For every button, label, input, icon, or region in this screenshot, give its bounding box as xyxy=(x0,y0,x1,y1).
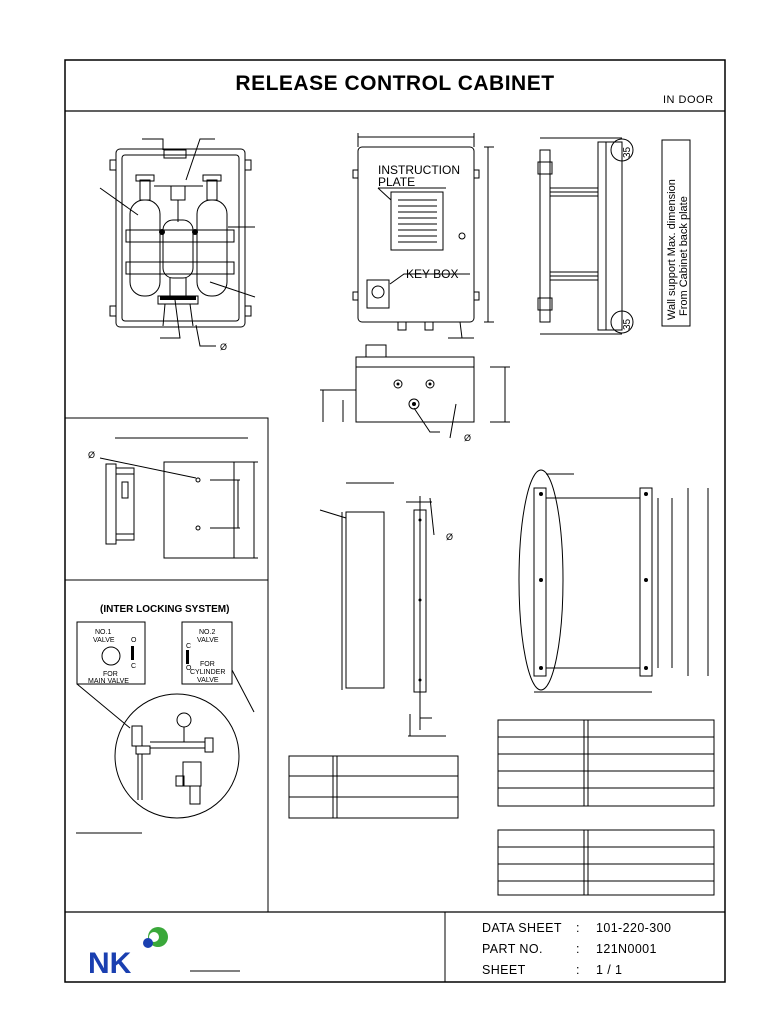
cabinet-side-view xyxy=(537,137,634,335)
handle-detail xyxy=(99,437,258,559)
wall-support-note-box xyxy=(661,139,691,327)
bracket-details xyxy=(319,482,446,737)
valve2-o: O xyxy=(186,665,192,672)
valve1-c: C xyxy=(131,663,136,670)
wall-support-note-2: From Cabinet back plate xyxy=(678,196,690,316)
drawing-title: RELEASE CONTROL CABINET xyxy=(235,72,555,95)
dim-35-bottom: 35 xyxy=(622,318,633,330)
info-sep: : xyxy=(576,921,580,935)
dia-label-4: Ø xyxy=(446,532,453,542)
valve1-line1: NO.1 xyxy=(95,629,111,636)
wall-support-note-1: Wall support Max. dimension xyxy=(666,179,678,320)
info-value: 1 / 1 xyxy=(596,963,623,977)
dia-label-1: Ø xyxy=(220,342,227,352)
cabinet-open-view xyxy=(99,138,256,347)
valve1-for1: FOR xyxy=(103,671,118,678)
interlock-heading: (INTER LOCKING SYSTEM) xyxy=(100,604,229,615)
valve2-for3: VALVE xyxy=(197,677,219,684)
interlock-drawing xyxy=(76,621,255,834)
info-label: SHEET xyxy=(482,963,526,977)
company-logo: NK xyxy=(88,927,168,980)
cabinet-bottom-view xyxy=(320,344,510,439)
info-label: DATA SHEET xyxy=(482,921,562,935)
table-right-bottom xyxy=(497,829,715,896)
valve2-for2: CYLINDER xyxy=(190,669,225,676)
info-row-data-sheet: DATA SHEET: 101-220-300 xyxy=(482,921,671,935)
instruction-plate-label-2: PLATE xyxy=(378,175,415,189)
info-value: 121N0001 xyxy=(596,942,657,956)
dim-35-top: 35 xyxy=(622,146,633,158)
dia-label-2: Ø xyxy=(464,433,471,443)
info-row-part-no: PART NO.: 121N0001 xyxy=(482,942,657,956)
wall-bracket-detail xyxy=(518,469,709,693)
info-label: PART NO. xyxy=(482,942,543,956)
location-label: IN DOOR xyxy=(663,94,714,106)
key-box-label: KEY BOX xyxy=(406,267,458,281)
info-sep: : xyxy=(576,963,580,977)
table-middle xyxy=(288,755,459,819)
valve2-line2: VALVE xyxy=(197,637,219,644)
logo-text: NK xyxy=(88,947,132,980)
panel-interlock xyxy=(64,579,269,913)
cabinet-front-view xyxy=(352,133,494,339)
valve2-line1: NO.2 xyxy=(199,629,215,636)
table-right-top xyxy=(497,719,715,807)
info-row-sheet: SHEET: 1 / 1 xyxy=(482,963,622,977)
valve1-line2: VALVE xyxy=(93,637,115,644)
info-sep: : xyxy=(576,942,580,956)
valve1-for2: MAIN VALVE xyxy=(88,678,129,685)
valve2-for1: FOR xyxy=(200,661,215,668)
valve2-c: C xyxy=(186,643,191,650)
valve1-o: O xyxy=(131,637,137,644)
info-value: 101-220-300 xyxy=(596,921,672,935)
dia-label-3: Ø xyxy=(88,450,95,460)
instruction-plate-label-1: INSTRUCTION xyxy=(378,163,460,177)
